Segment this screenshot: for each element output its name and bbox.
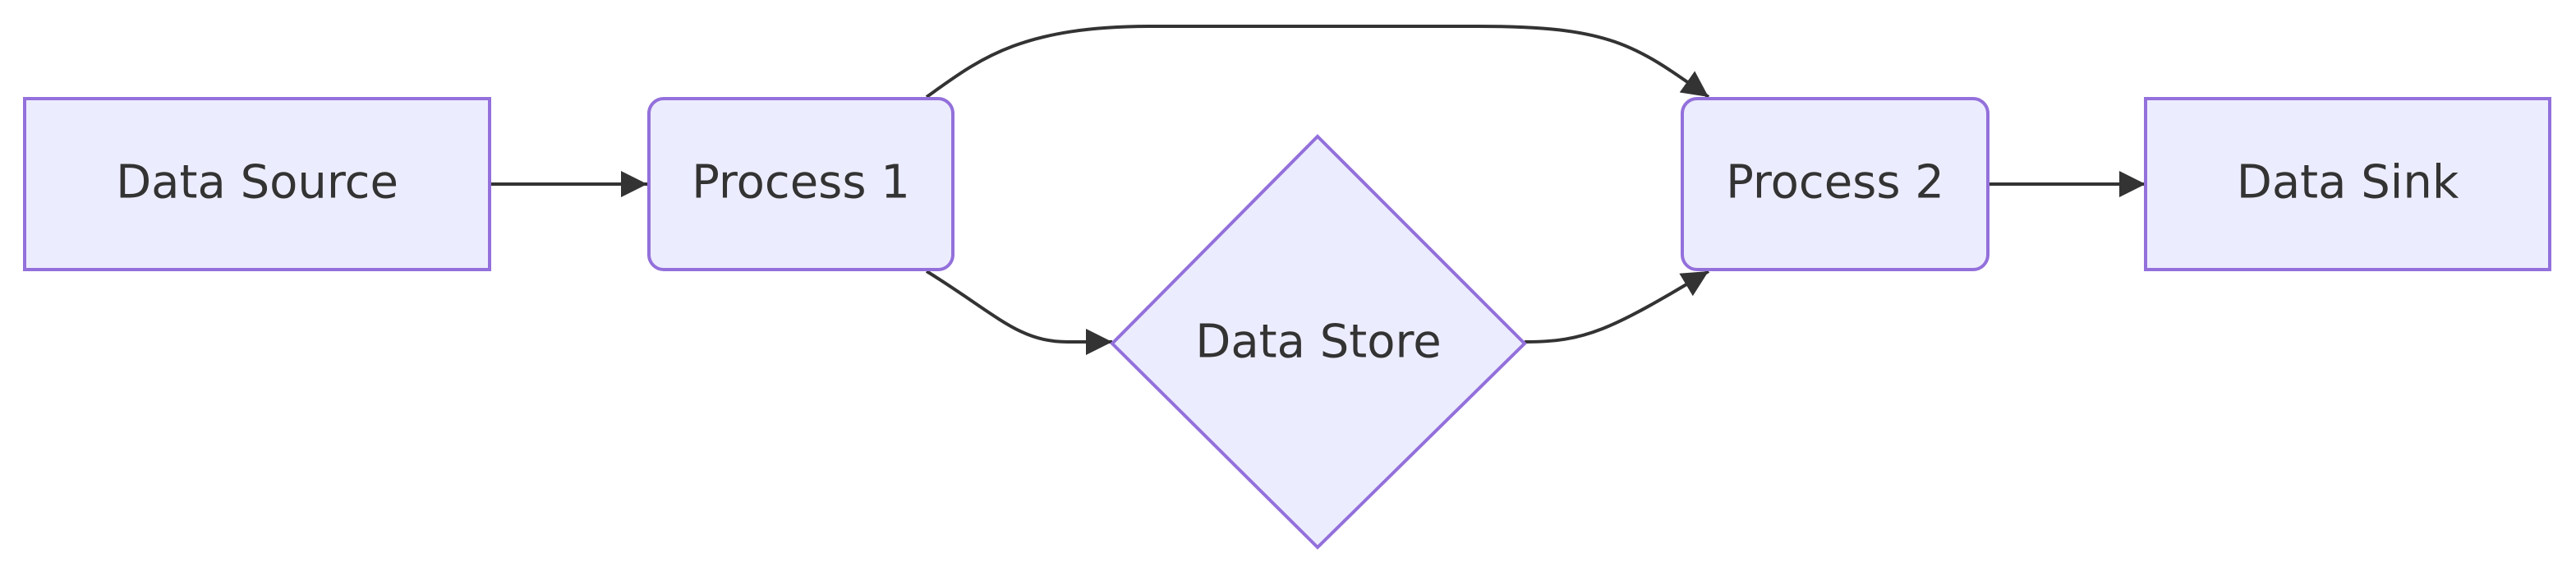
edge-data-store-to-process-2 [1524,270,1710,344]
node-process-1-label: Process 1 [692,156,910,210]
node-data-source: Data Source [23,97,491,271]
node-process-2-label: Process 2 [1726,156,1944,210]
node-data-sink: Data Sink [2144,97,2551,271]
node-data-source-shape [23,97,491,271]
edge-process-1-to-process-2 [925,25,1710,99]
node-data-store-shape [1110,134,1527,550]
node-process-1-shape [647,97,954,271]
node-data-store-label: Data Store [1195,316,1442,369]
node-data-sink-label: Data Sink [2237,156,2459,210]
edges [490,25,2146,355]
node-data-store: Data Store [1110,134,1527,550]
edge-process-1-to-data-store [925,270,1112,355]
node-process-1: Process 1 [647,97,954,271]
node-data-source-label: Data Source [116,156,398,210]
node-process-2-shape [1681,97,1990,271]
node-data-sink-shape [2144,97,2551,271]
node-process-2: Process 2 [1681,97,1990,271]
